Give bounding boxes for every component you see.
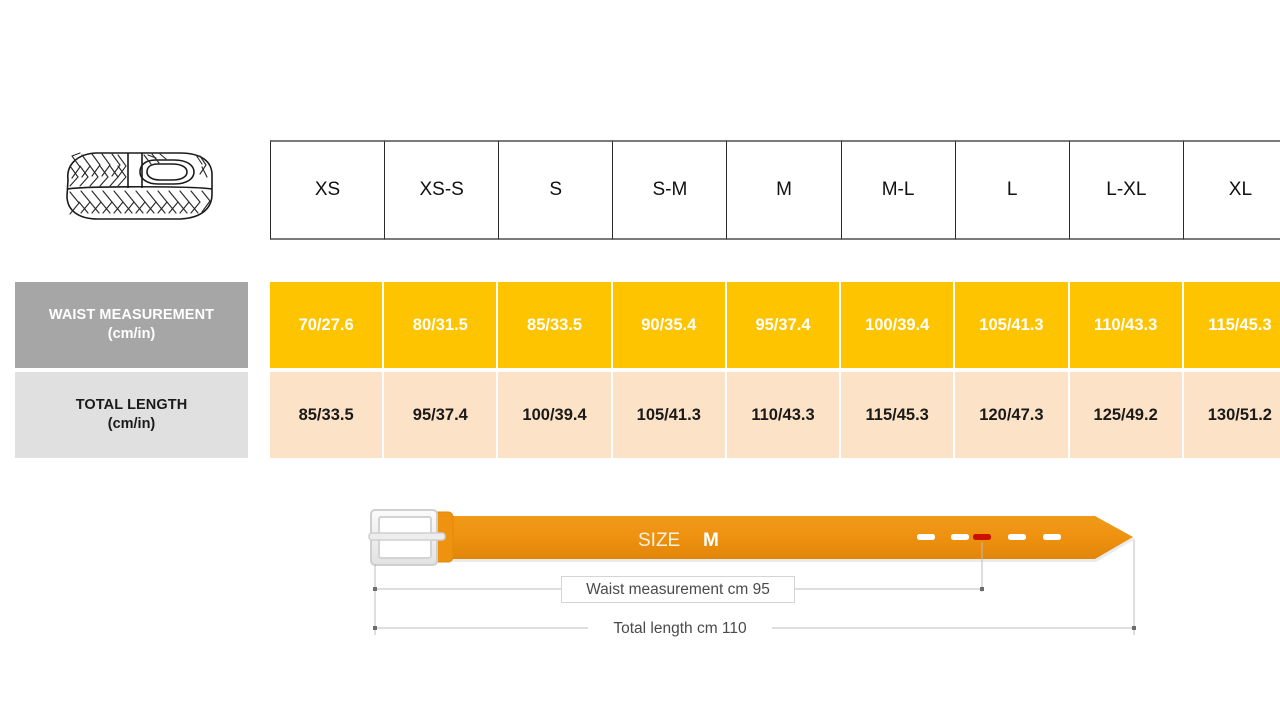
belt-hole-5 — [1043, 534, 1061, 540]
waist-cell-xl: 115/45.3 — [1183, 282, 1280, 368]
belt-size-value: M — [703, 530, 719, 551]
size-header-cell-s-m: S-M — [613, 140, 728, 240]
waist-cell-xs: 70/27.6 — [270, 282, 385, 368]
length-cell-m: 110/43.3 — [726, 372, 842, 458]
belt-holes — [917, 534, 1061, 540]
waist-cell-xs-s: 80/31.5 — [384, 282, 499, 368]
length-cell-l-xl: 125/49.2 — [1069, 372, 1184, 458]
size-header-cell-s: S — [499, 140, 614, 240]
buckle-prong — [368, 532, 446, 541]
waist-measurement-label: WAIST MEASUREMENT (cm/in) — [15, 282, 248, 368]
size-header-cell-m-l: M-L — [841, 140, 956, 240]
belt-hole-3-active — [973, 534, 991, 540]
waist-dimension-label: Waist measurement cm 95 — [561, 576, 795, 603]
belt-hole-1 — [917, 534, 935, 540]
belt-size-prefix: SIZE — [638, 530, 680, 551]
size-header-cell-m: M — [727, 140, 842, 240]
length-cell-m-l: 115/45.3 — [841, 372, 956, 458]
belt-buckle — [368, 509, 446, 566]
size-header-cell-l: L — [955, 140, 1070, 240]
waist-cell-m-l: 100/39.4 — [841, 282, 956, 368]
length-cell-s: 100/39.4 — [498, 372, 613, 458]
total-length-label: TOTAL LENGTH (cm/in) — [15, 372, 248, 458]
waist-cell-l-xl: 110/43.3 — [1069, 282, 1184, 368]
waist-cell-m: 95/37.4 — [726, 282, 842, 368]
waist-cell-l: 105/41.3 — [955, 282, 1070, 368]
size-header-cell-xs-s: XS-S — [385, 140, 500, 240]
braided-belt-icon — [66, 152, 213, 220]
dimension-extension-lines — [374, 540, 1135, 635]
belt-measurement-diagram: SIZE M — [355, 500, 1155, 650]
waist-cell-s: 85/33.5 — [498, 282, 613, 368]
waist-label-main: WAIST MEASUREMENT — [48, 307, 215, 324]
length-cell-xs-s: 95/37.4 — [384, 372, 499, 458]
size-header-cell-l-xl: L-XL — [1069, 140, 1184, 240]
belt-hole-4 — [1008, 534, 1026, 540]
total-length-label-main: TOTAL LENGTH — [75, 397, 188, 414]
total-length-label-unit: (cm/in) — [107, 416, 156, 432]
total-length-dimension-label: Total length cm 110 — [588, 617, 772, 641]
length-cell-xs: 85/33.5 — [270, 372, 385, 458]
braided-belt-illustration — [52, 142, 224, 242]
length-cell-xl: 130/51.2 — [1183, 372, 1280, 458]
waist-label-unit: (cm/in) — [107, 326, 156, 342]
belt-hole-2 — [951, 534, 969, 540]
length-cell-l: 120/47.3 — [955, 372, 1070, 458]
belt-strap — [417, 516, 1135, 562]
waist-cell-s-m: 90/35.4 — [612, 282, 727, 368]
size-header-cell-xl: XL — [1183, 140, 1280, 240]
length-cell-s-m: 105/41.3 — [612, 372, 727, 458]
size-header-cell-xs: XS — [270, 140, 386, 240]
